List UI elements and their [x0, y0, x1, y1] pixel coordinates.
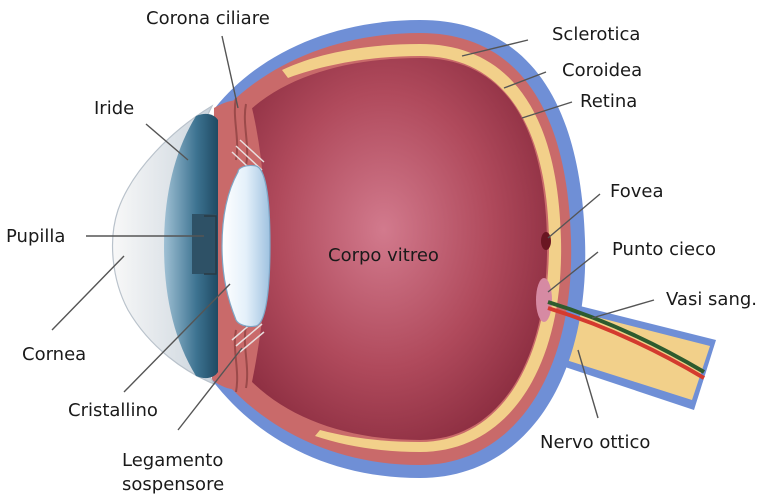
leader-retina: [521, 101, 573, 119]
fovea: [541, 232, 551, 250]
leader-vasi-sang: [591, 299, 655, 319]
label-iride: Iride: [94, 98, 134, 119]
lens: [221, 164, 271, 328]
label-cristallino: Cristallino: [68, 400, 158, 421]
blood-vessels-red: [547, 306, 706, 380]
iris: [164, 113, 218, 379]
label-legamento-line1: Legamento: [122, 450, 223, 471]
blood-vessels-dark: [547, 300, 706, 374]
leader-iride: [145, 123, 189, 161]
label-nervo-ottico: Nervo ottico: [540, 432, 650, 453]
blind-spot: [536, 278, 552, 322]
label-sclerotica: Sclerotica: [552, 24, 640, 45]
leader-sclerotica: [461, 39, 529, 57]
leader-corona-ciliare: [221, 35, 239, 109]
leader-legamento: [177, 347, 243, 431]
leader-cristallino: [123, 283, 231, 393]
suspensory-ligament: [231, 139, 265, 353]
label-vasi-sang: Vasi sang.: [666, 289, 757, 310]
pupil-bracket: [204, 215, 217, 275]
label-corpo-vitreo: Corpo vitreo: [328, 245, 439, 266]
leader-nervo-ottico: [577, 349, 599, 419]
pupil: [192, 214, 216, 274]
label-retina: Retina: [580, 91, 637, 112]
vitreous-body: [250, 58, 548, 440]
label-legamento-line2: sospensore: [122, 474, 224, 495]
label-pupilla: Pupilla: [6, 226, 65, 247]
leader-punto-cieco: [547, 251, 599, 293]
label-corona-ciliare: Corona ciliare: [146, 8, 270, 29]
label-coroidea: Coroidea: [562, 60, 642, 81]
leader-coroidea: [503, 71, 547, 89]
label-punto-cieco: Punto cieco: [612, 239, 716, 260]
leader-fovea: [547, 193, 601, 239]
label-cornea: Cornea: [22, 344, 86, 365]
ciliary-folds: [233, 97, 249, 393]
label-fovea: Fovea: [610, 181, 663, 202]
leader-cornea: [51, 255, 125, 331]
